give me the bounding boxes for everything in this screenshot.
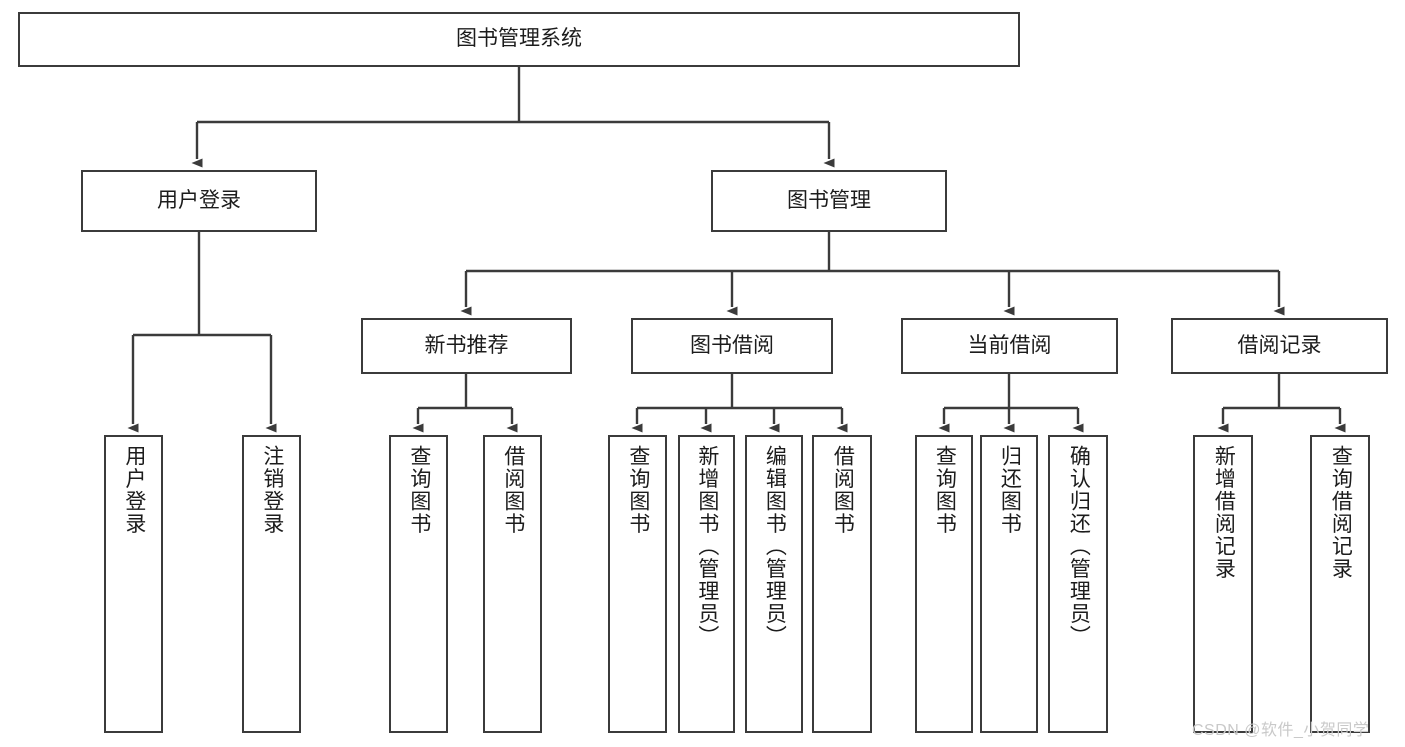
node-label: 归还图书 (998, 445, 1022, 535)
node-leaf-query-book-3[interactable]: 查询图书 (915, 435, 973, 733)
node-label: 编辑图书（管理员） (763, 445, 787, 648)
node-new-book-rec[interactable]: 新书推荐 (361, 318, 572, 374)
node-label: 查询图书 (407, 445, 431, 535)
node-label: 借阅记录 (1237, 333, 1322, 357)
node-label: 查询图书 (626, 445, 650, 535)
node-label: 图书借阅 (690, 333, 774, 357)
node-label: 借阅图书 (831, 445, 855, 535)
node-label: 图书管理系统 (456, 27, 582, 51)
node-label: 新书推荐 (424, 333, 509, 357)
node-label: 注销登录 (260, 445, 284, 535)
node-book-manage[interactable]: 图书管理 (711, 170, 947, 232)
node-label: 用户登录 (122, 445, 146, 535)
node-book-borrow[interactable]: 图书借阅 (631, 318, 833, 374)
node-leaf-query-book-1[interactable]: 查询图书 (389, 435, 448, 733)
node-label: 借阅图书 (501, 445, 525, 535)
node-label: 新增图书（管理员） (695, 445, 719, 648)
node-label: 用户登录 (157, 188, 241, 212)
node-root[interactable]: 图书管理系统 (18, 12, 1020, 67)
node-label: 新增借阅记录 (1212, 445, 1236, 580)
node-label: 查询借阅记录 (1329, 445, 1353, 580)
node-leaf-borrow-book-2[interactable]: 借阅图书 (812, 435, 872, 733)
node-user-login[interactable]: 用户登录 (81, 170, 317, 232)
node-leaf-query-record[interactable]: 查询借阅记录 (1310, 435, 1370, 733)
node-borrow-record[interactable]: 借阅记录 (1171, 318, 1388, 374)
node-leaf-edit-book[interactable]: 编辑图书（管理员） (745, 435, 803, 733)
node-leaf-query-book-2[interactable]: 查询图书 (608, 435, 667, 733)
node-label: 查询图书 (933, 445, 957, 535)
node-leaf-borrow-book-1[interactable]: 借阅图书 (483, 435, 542, 733)
node-leaf-add-record[interactable]: 新增借阅记录 (1193, 435, 1253, 733)
node-current-borrow[interactable]: 当前借阅 (901, 318, 1118, 374)
node-label: 图书管理 (787, 188, 871, 212)
node-label: 确认归还（管理员） (1067, 445, 1091, 648)
node-leaf-confirm-return[interactable]: 确认归还（管理员） (1048, 435, 1108, 733)
node-leaf-user-login[interactable]: 用户登录 (104, 435, 163, 733)
node-leaf-return-book[interactable]: 归还图书 (980, 435, 1038, 733)
node-leaf-user-logout[interactable]: 注销登录 (242, 435, 301, 733)
node-label: 当前借阅 (967, 333, 1052, 357)
node-leaf-add-book[interactable]: 新增图书（管理员） (678, 435, 735, 733)
